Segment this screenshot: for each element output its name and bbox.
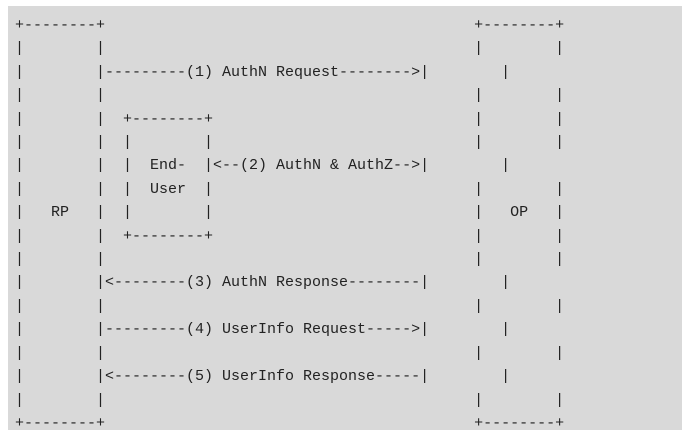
ascii-sequence-diagram: +--------+ +--------+ | | | | | |-------… [15, 17, 565, 430]
diagram-frame: +--------+ +--------+ | | | | | |-------… [8, 6, 682, 430]
